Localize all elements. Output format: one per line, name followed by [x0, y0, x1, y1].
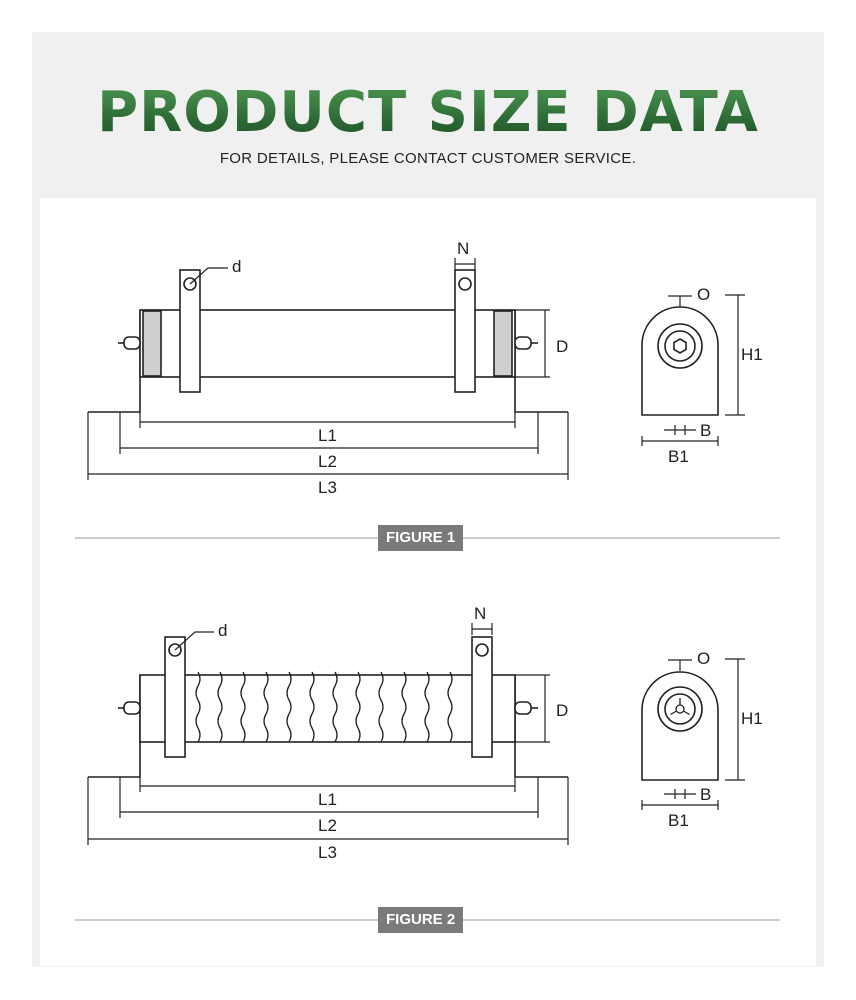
- fig1-label-d: d: [232, 257, 241, 276]
- fig2-label-o: O: [697, 649, 710, 668]
- terminal-right-icon: [454, 269, 476, 393]
- page-subtitle: FOR DETAILS, PLEASE CONTACT CUSTOMER SER…: [219, 150, 637, 167]
- figure-2-end-view: [641, 658, 745, 810]
- fig2-label-n: N: [474, 604, 486, 623]
- fig2-label-b: B: [700, 785, 711, 804]
- fig1-label-n: N: [457, 239, 469, 258]
- end-bolt-right-icon: [514, 336, 538, 350]
- fig1-label-l3: L3: [318, 478, 337, 497]
- fig1-label-l2: L2: [318, 452, 337, 471]
- figure-1-caption: FIGURE 1: [378, 525, 464, 551]
- end-bolt-left-icon: [118, 701, 141, 715]
- figure-1-end-view: [641, 294, 745, 446]
- fig2-label-l2: L2: [318, 816, 337, 835]
- fig2-label-l3: L3: [318, 843, 337, 862]
- resistor-coil: [195, 671, 453, 743]
- page-title: PRODUCT SIZE DATA: [0, 80, 856, 145]
- fig2-label-l1: L1: [318, 790, 337, 809]
- fig2-label-d: d: [218, 621, 227, 640]
- fig1-label-b: B: [700, 421, 711, 440]
- figure-1-side-view: [87, 258, 569, 480]
- fig1-label-h1: H1: [741, 345, 763, 364]
- terminal-left-icon: [164, 636, 186, 758]
- terminal-right-icon: [471, 636, 493, 758]
- fig1-label-b1: B1: [668, 447, 689, 466]
- end-bolt-left-icon: [118, 336, 141, 350]
- fig1-label-o: O: [697, 285, 710, 304]
- fig1-label-d-diameter: D: [556, 337, 568, 356]
- figure-2-side-view: [87, 623, 569, 845]
- fig2-label-h1: H1: [741, 709, 763, 728]
- fig2-label-b1: B1: [668, 811, 689, 830]
- figure-2-caption: FIGURE 2: [378, 907, 464, 933]
- end-bolt-right-icon: [514, 701, 538, 715]
- fig2-label-d-diameter: D: [556, 701, 568, 720]
- center-hub-icon: [670, 698, 690, 716]
- terminal-left-icon: [179, 269, 201, 393]
- fig1-label-l1: L1: [318, 426, 337, 445]
